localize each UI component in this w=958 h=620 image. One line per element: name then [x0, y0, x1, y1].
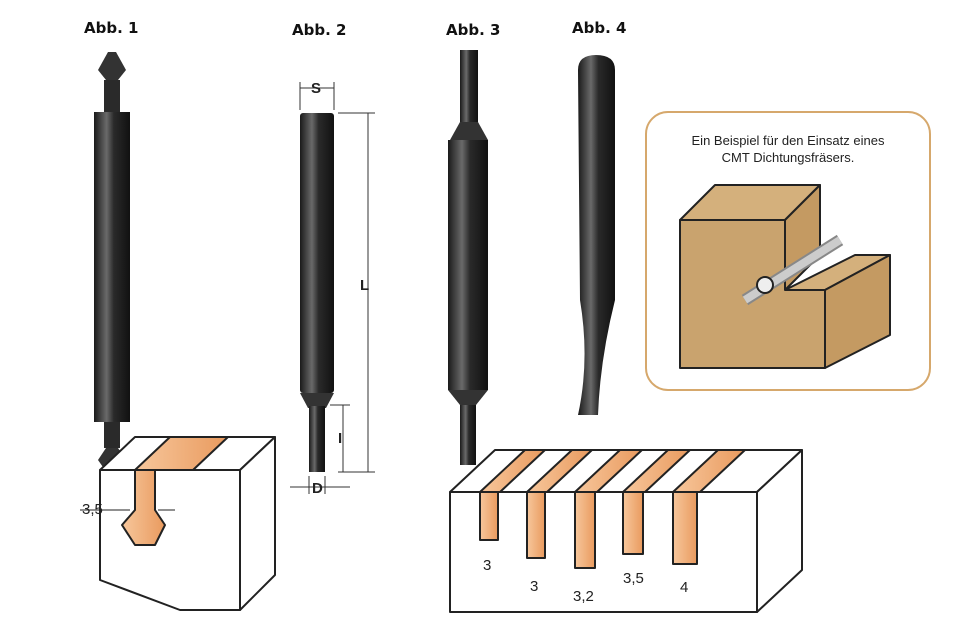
figure-label-1: Abb. 1 — [84, 19, 138, 37]
block1-dimension: 3,5 — [82, 501, 103, 518]
wood-block-1 — [80, 436, 276, 611]
figure-label-3: Abb. 3 — [446, 21, 500, 39]
figure-label-2: Abb. 2 — [292, 21, 346, 39]
dimension-d: D — [312, 480, 323, 497]
dimension-l: L — [360, 277, 369, 294]
figure-label-4: Abb. 4 — [572, 19, 626, 37]
router-bit-3 — [448, 50, 488, 465]
groove-width-2: 3 — [530, 578, 538, 595]
wood-block-example — [679, 184, 891, 369]
dimension-i: I — [338, 430, 342, 447]
example-caption-line2: CMT Dichtungsfräsers. — [722, 150, 855, 165]
groove-width-1: 3 — [483, 557, 491, 574]
router-bit-2: S L I D — [290, 80, 375, 497]
wood-block-2 — [449, 449, 803, 613]
router-bit-1 — [94, 52, 130, 480]
example-caption-line1: Ein Beispiel für den Einsatz eines — [692, 133, 885, 148]
example-box: Ein Beispiel für den Einsatz eines CMT D… — [645, 111, 931, 391]
groove-width-4: 3,5 — [623, 570, 644, 587]
groove-width-3: 3,2 — [573, 588, 594, 605]
router-bit-4 — [578, 55, 615, 415]
dimension-s: S — [311, 80, 321, 97]
groove-width-5: 4 — [680, 579, 688, 596]
